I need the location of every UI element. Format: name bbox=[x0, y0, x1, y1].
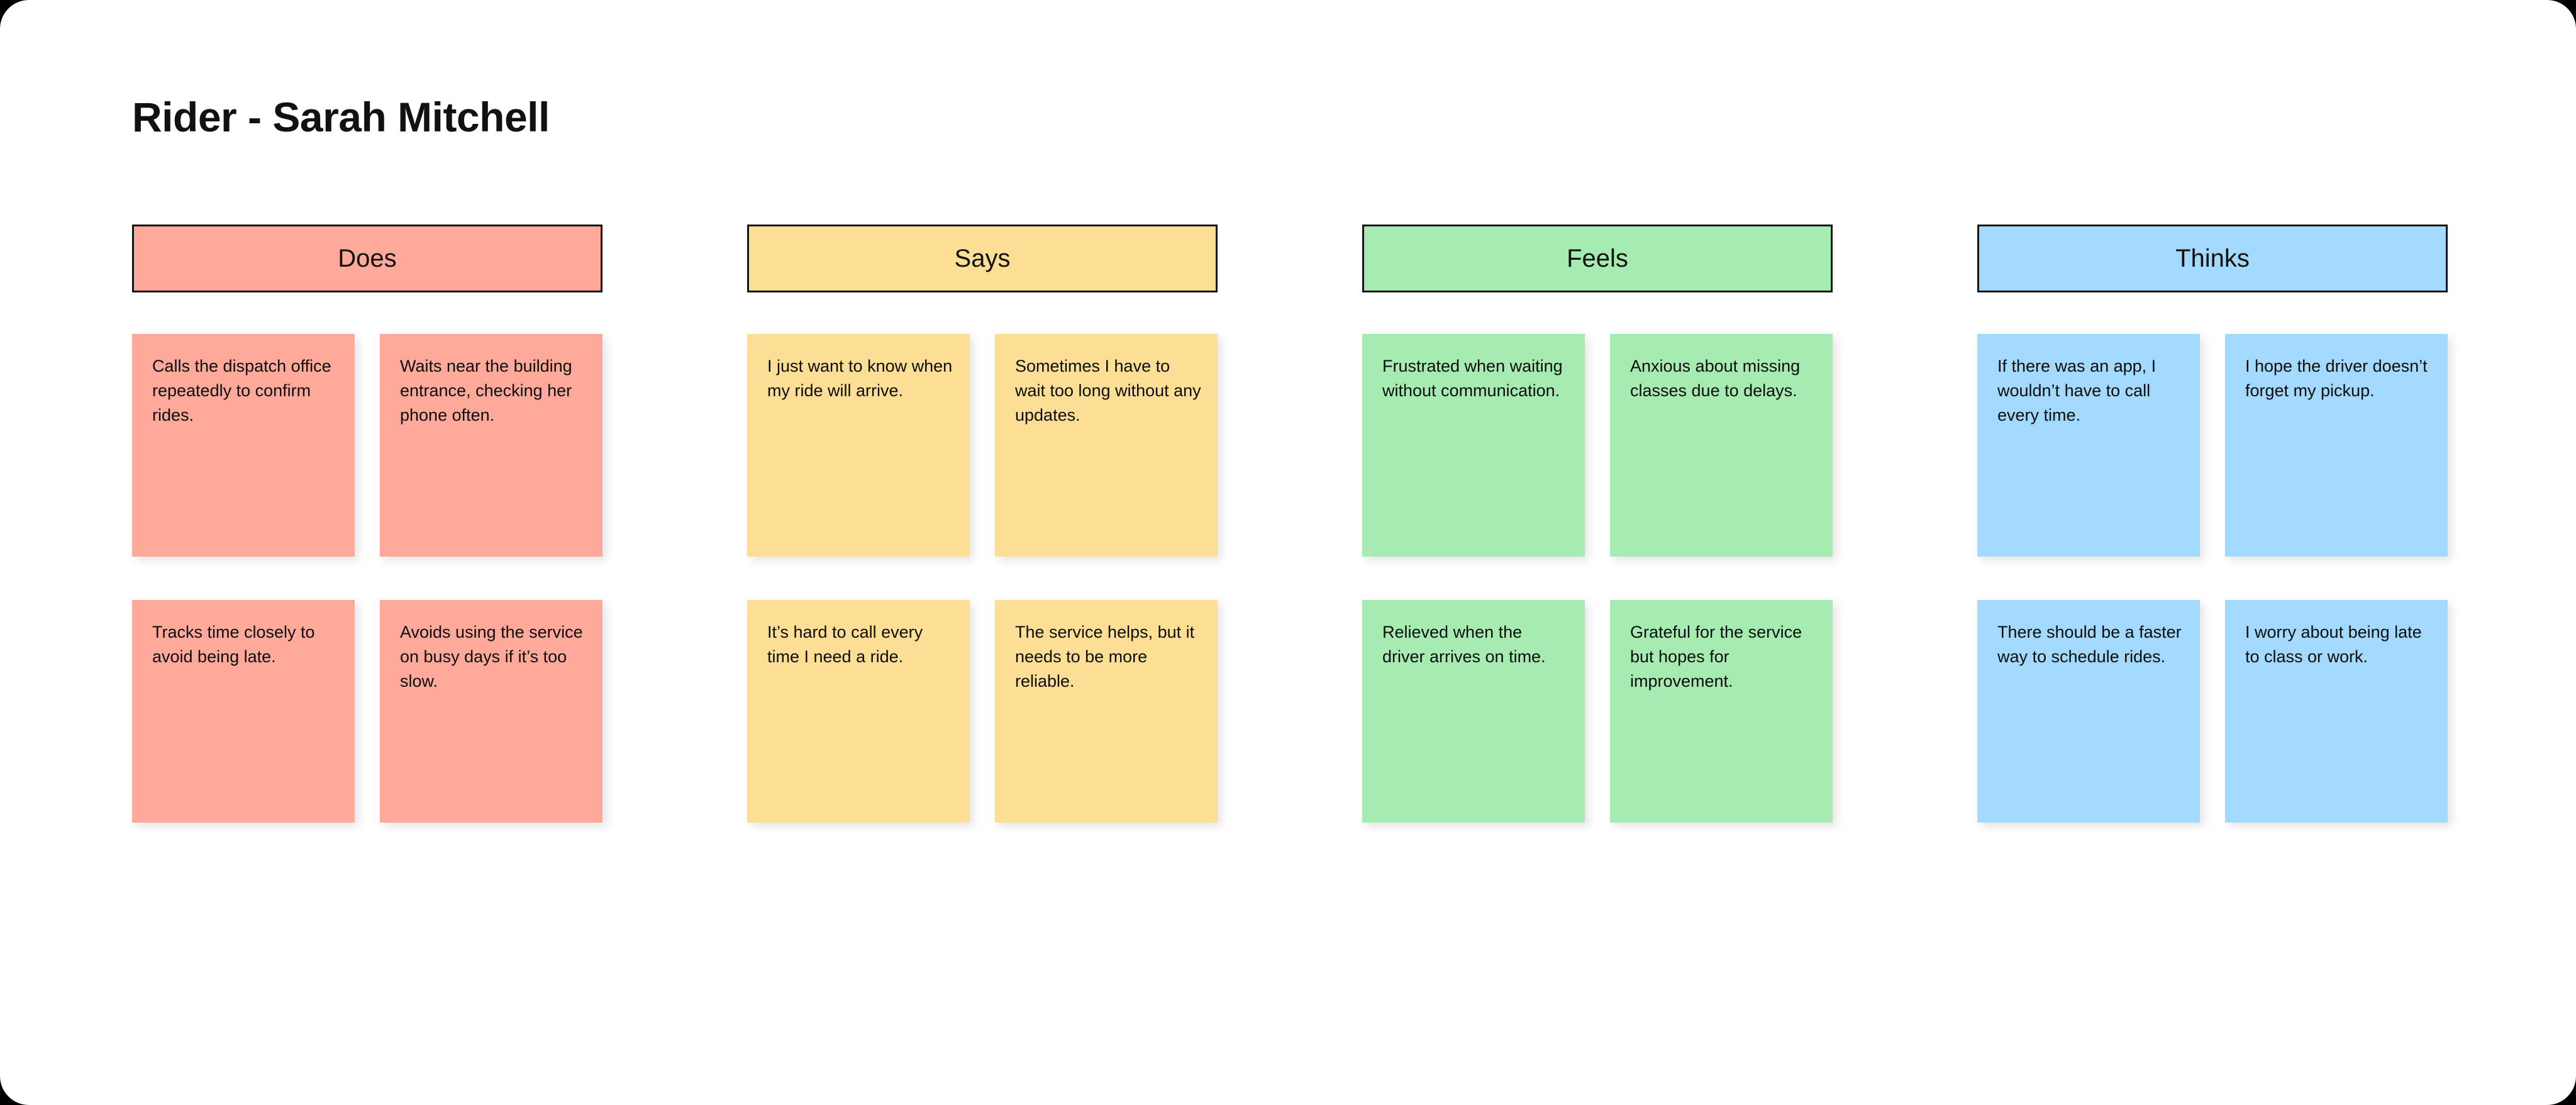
empathy-map-grid: Does Calls the dispatch office repeatedl… bbox=[132, 225, 2448, 823]
sticky-note[interactable]: I just want to know when my ride will ar… bbox=[747, 334, 970, 557]
notes-grid-says: I just want to know when my ride will ar… bbox=[747, 334, 1218, 823]
sticky-note[interactable]: There should be a faster way to schedule… bbox=[1977, 600, 2200, 823]
sticky-note[interactable]: It’s hard to call every time I need a ri… bbox=[747, 600, 970, 823]
sticky-note[interactable]: I worry about being late to class or wor… bbox=[2225, 600, 2448, 823]
notes-grid-thinks: If there was an app, I wouldn’t have to … bbox=[1977, 334, 2448, 823]
column-header-does[interactable]: Does bbox=[132, 225, 602, 292]
notes-grid-does: Calls the dispatch office repeatedly to … bbox=[132, 334, 602, 823]
sticky-note[interactable]: Avoids using the service on busy days if… bbox=[380, 600, 602, 823]
sticky-note[interactable]: Sometimes I have to wait too long withou… bbox=[995, 334, 1218, 557]
column-feels: Feels Frustrated when waiting without co… bbox=[1362, 225, 1833, 823]
column-header-thinks-label: Thinks bbox=[2175, 244, 2250, 272]
sticky-note[interactable]: The service helps, but it needs to be mo… bbox=[995, 600, 1218, 823]
column-header-thinks[interactable]: Thinks bbox=[1977, 225, 2448, 292]
sticky-note[interactable]: I hope the driver doesn’t forget my pick… bbox=[2225, 334, 2448, 557]
column-header-says-label: Says bbox=[954, 244, 1011, 272]
column-thinks: Thinks If there was an app, I wouldn’t h… bbox=[1977, 225, 2448, 823]
column-does: Does Calls the dispatch office repeatedl… bbox=[132, 225, 602, 823]
sticky-note[interactable]: Grateful for the service but hopes for i… bbox=[1610, 600, 1833, 823]
sticky-note[interactable]: If there was an app, I wouldn’t have to … bbox=[1977, 334, 2200, 557]
column-header-feels[interactable]: Feels bbox=[1362, 225, 1833, 292]
sticky-note[interactable]: Frustrated when waiting without communic… bbox=[1362, 334, 1585, 557]
sticky-note[interactable]: Anxious about missing classes due to del… bbox=[1610, 334, 1833, 557]
sticky-note[interactable]: Tracks time closely to avoid being late. bbox=[132, 600, 355, 823]
sticky-note[interactable]: Waits near the building entrance, checki… bbox=[380, 334, 602, 557]
notes-grid-feels: Frustrated when waiting without communic… bbox=[1362, 334, 1833, 823]
sticky-note[interactable]: Relieved when the driver arrives on time… bbox=[1362, 600, 1585, 823]
column-header-does-label: Does bbox=[338, 244, 397, 272]
sticky-note[interactable]: Calls the dispatch office repeatedly to … bbox=[132, 334, 355, 557]
page-title: Rider - Sarah Mitchell bbox=[132, 94, 550, 140]
column-header-feels-label: Feels bbox=[1567, 244, 1628, 272]
column-header-says[interactable]: Says bbox=[747, 225, 1218, 292]
column-says: Says I just want to know when my ride wi… bbox=[747, 225, 1218, 823]
